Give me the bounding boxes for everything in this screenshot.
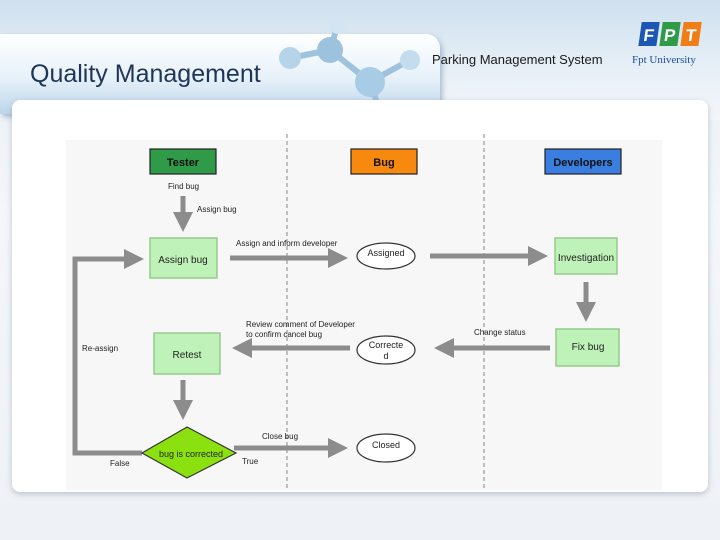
- system-name: Parking Management System: [432, 52, 603, 67]
- node-investigation-label: Investigation: [558, 253, 614, 264]
- edge-label-review-2: to confirm cancel bug: [246, 330, 322, 339]
- node-assigned: Assigned: [356, 242, 416, 270]
- edge-label-re-assign: Re-assign: [82, 344, 118, 353]
- node-investigation: Investigation: [554, 237, 618, 275]
- node-corrected-label-2: d: [383, 351, 388, 361]
- lane-header-developers: Developers: [544, 148, 622, 175]
- lane-bug-label: Bug: [373, 157, 394, 169]
- fpt-logo: F P T: [638, 22, 702, 46]
- arrow-re-assign: [72, 249, 144, 456]
- node-corrected-label-1: Correcte: [369, 340, 404, 350]
- logo-university-text: Fpt University: [632, 54, 696, 66]
- node-retest: Retest: [153, 332, 221, 375]
- node-assign-bug: Assign bug: [149, 237, 218, 279]
- edge-label-true: True: [242, 457, 259, 466]
- lane-header-bug: Bug: [350, 148, 418, 175]
- lane-header-tester: Tester: [149, 148, 217, 175]
- node-closed-label: Closed: [372, 440, 400, 450]
- node-fix-bug-label: Fix bug: [572, 342, 605, 353]
- node-closed: Closed: [356, 433, 416, 463]
- edge-label-close-bug: Close bug: [262, 432, 298, 441]
- diagram-background: [66, 140, 662, 490]
- node-decision: bug is corrected: [140, 426, 238, 479]
- node-assign-bug-label: Assign bug: [158, 255, 207, 266]
- page-title: Quality Management: [30, 60, 261, 88]
- lane-developers-label: Developers: [553, 157, 612, 169]
- node-fix-bug: Fix bug: [555, 328, 620, 367]
- edge-label-false: False: [110, 459, 130, 468]
- edge-label-change-status: Change status: [474, 328, 526, 337]
- logo-letter-f: F: [642, 26, 655, 45]
- node-assigned-label: Assigned: [367, 248, 404, 258]
- logo-letter-p: P: [663, 26, 677, 45]
- logo-letter-t: T: [684, 26, 698, 45]
- molecule-graphic: [279, 20, 420, 120]
- node-corrected: Correcte d: [356, 335, 416, 365]
- edge-label-review-1: Review comment of Developer: [246, 320, 355, 329]
- edge-label-assign-bug: Assign bug: [197, 205, 237, 214]
- node-decision-label: bug is corrected: [159, 449, 223, 459]
- lane-tester-label: Tester: [167, 157, 200, 169]
- node-retest-label: Retest: [173, 350, 202, 361]
- edge-label-find-bug: Find bug: [168, 182, 199, 191]
- edge-label-assign-inform: Assign and inform developer: [236, 239, 338, 248]
